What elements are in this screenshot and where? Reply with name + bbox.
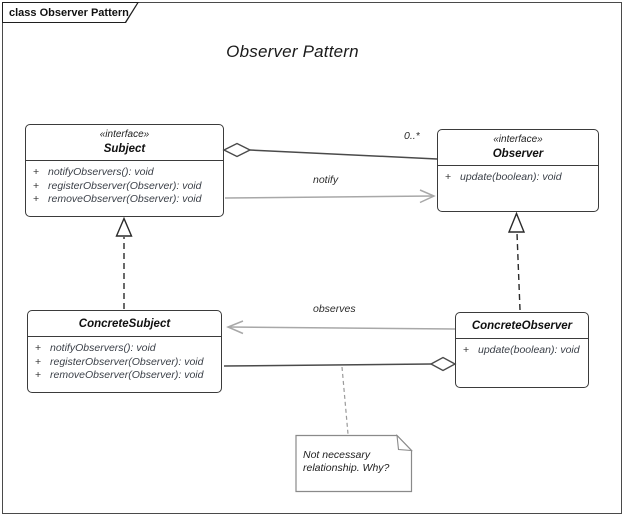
- class-subject[interactable]: «interface» Subject + notifyObservers():…: [25, 124, 224, 217]
- multiplicity-label: 0..*: [404, 130, 420, 142]
- aggregation-diamond: [429, 356, 457, 372]
- method-signature: removeObserver(Observer): void: [50, 369, 204, 381]
- open-arrowhead-left: [226, 320, 244, 335]
- visibility: +: [33, 193, 40, 205]
- method-signature: removeObserver(Observer): void: [48, 193, 202, 205]
- notify-label: notify: [313, 174, 339, 186]
- concrete-observer-name: ConcreteObserver: [471, 320, 573, 332]
- hollow-triangle-arrowhead: [507, 211, 526, 233]
- class-concrete-observer[interactable]: ConcreteObserver + update(boolean): void: [455, 312, 589, 388]
- aggregation-subject-observer[interactable]: [222, 142, 438, 160]
- class-concrete-subject-methods: + notifyObservers(): void + registerObse…: [28, 337, 221, 387]
- frame-tab: class Observer Pattern: [2, 2, 139, 23]
- method-signature: registerObserver(Observer): void: [50, 355, 204, 368]
- observes-label: observes: [313, 303, 356, 315]
- class-observer[interactable]: «interface» Observer + update(boolean): …: [437, 129, 599, 212]
- diagram-title: Observer Pattern: [226, 42, 359, 61]
- observer-name: Observer: [492, 148, 544, 160]
- class-observer-header: «interface» Observer: [438, 130, 598, 166]
- method-row: + registerObserver(Observer): void: [33, 356, 218, 370]
- realization-concrete-subject[interactable]: [115, 216, 133, 310]
- method-signature: notifyObservers(): void: [50, 342, 156, 354]
- frame-tab-label: class Observer Pattern: [3, 3, 138, 22]
- subject-stereotype: «interface»: [99, 129, 150, 140]
- method-row: + notifyObservers(): void: [31, 166, 220, 180]
- visibility: +: [33, 179, 40, 192]
- class-subject-header: «interface» Subject: [26, 125, 223, 161]
- notify-arrow[interactable]: [224, 189, 436, 204]
- aggregation-concrete-subject-observer[interactable]: [223, 356, 457, 372]
- method-row: + update(boolean): void: [461, 344, 585, 358]
- class-concrete-observer-header: ConcreteObserver: [456, 313, 588, 339]
- visibility: +: [445, 171, 452, 183]
- observes-arrow[interactable]: [226, 320, 456, 335]
- method-signature: registerObserver(Observer): void: [48, 179, 202, 192]
- realization-concrete-observer[interactable]: [507, 211, 526, 311]
- concrete-subject-name: ConcreteSubject: [78, 318, 171, 330]
- method-row: + update(boolean): void: [443, 171, 595, 185]
- method-signature: update(boolean): void: [460, 171, 562, 183]
- method-row: + removeObserver(Observer): void: [33, 369, 218, 383]
- subject-name: Subject: [103, 143, 146, 155]
- visibility: +: [35, 342, 42, 354]
- class-concrete-observer-methods: + update(boolean): void: [456, 339, 588, 362]
- note-anchor-line: [341, 366, 349, 435]
- class-subject-methods: + notifyObservers(): void + registerObse…: [26, 161, 223, 211]
- visibility: +: [463, 344, 470, 356]
- method-row: + notifyObservers(): void: [33, 342, 218, 356]
- aggregation-diamond: [222, 142, 252, 158]
- visibility: +: [35, 355, 42, 368]
- visibility: +: [33, 166, 40, 178]
- note-text: Not necessary relationship. Why?: [303, 449, 390, 474]
- hollow-triangle-arrowhead: [115, 216, 133, 237]
- method-row: + registerObserver(Observer): void: [31, 180, 220, 194]
- method-row: + removeObserver(Observer): void: [31, 193, 220, 207]
- class-concrete-subject[interactable]: ConcreteSubject + notifyObservers(): voi…: [27, 310, 222, 393]
- visibility: +: [35, 369, 42, 381]
- observer-stereotype: «interface»: [493, 134, 543, 145]
- method-signature: update(boolean): void: [478, 344, 580, 356]
- method-signature: notifyObservers(): void: [48, 166, 154, 178]
- class-observer-methods: + update(boolean): void: [438, 166, 598, 189]
- open-arrowhead-right: [419, 189, 436, 204]
- class-concrete-subject-header: ConcreteSubject: [28, 311, 221, 337]
